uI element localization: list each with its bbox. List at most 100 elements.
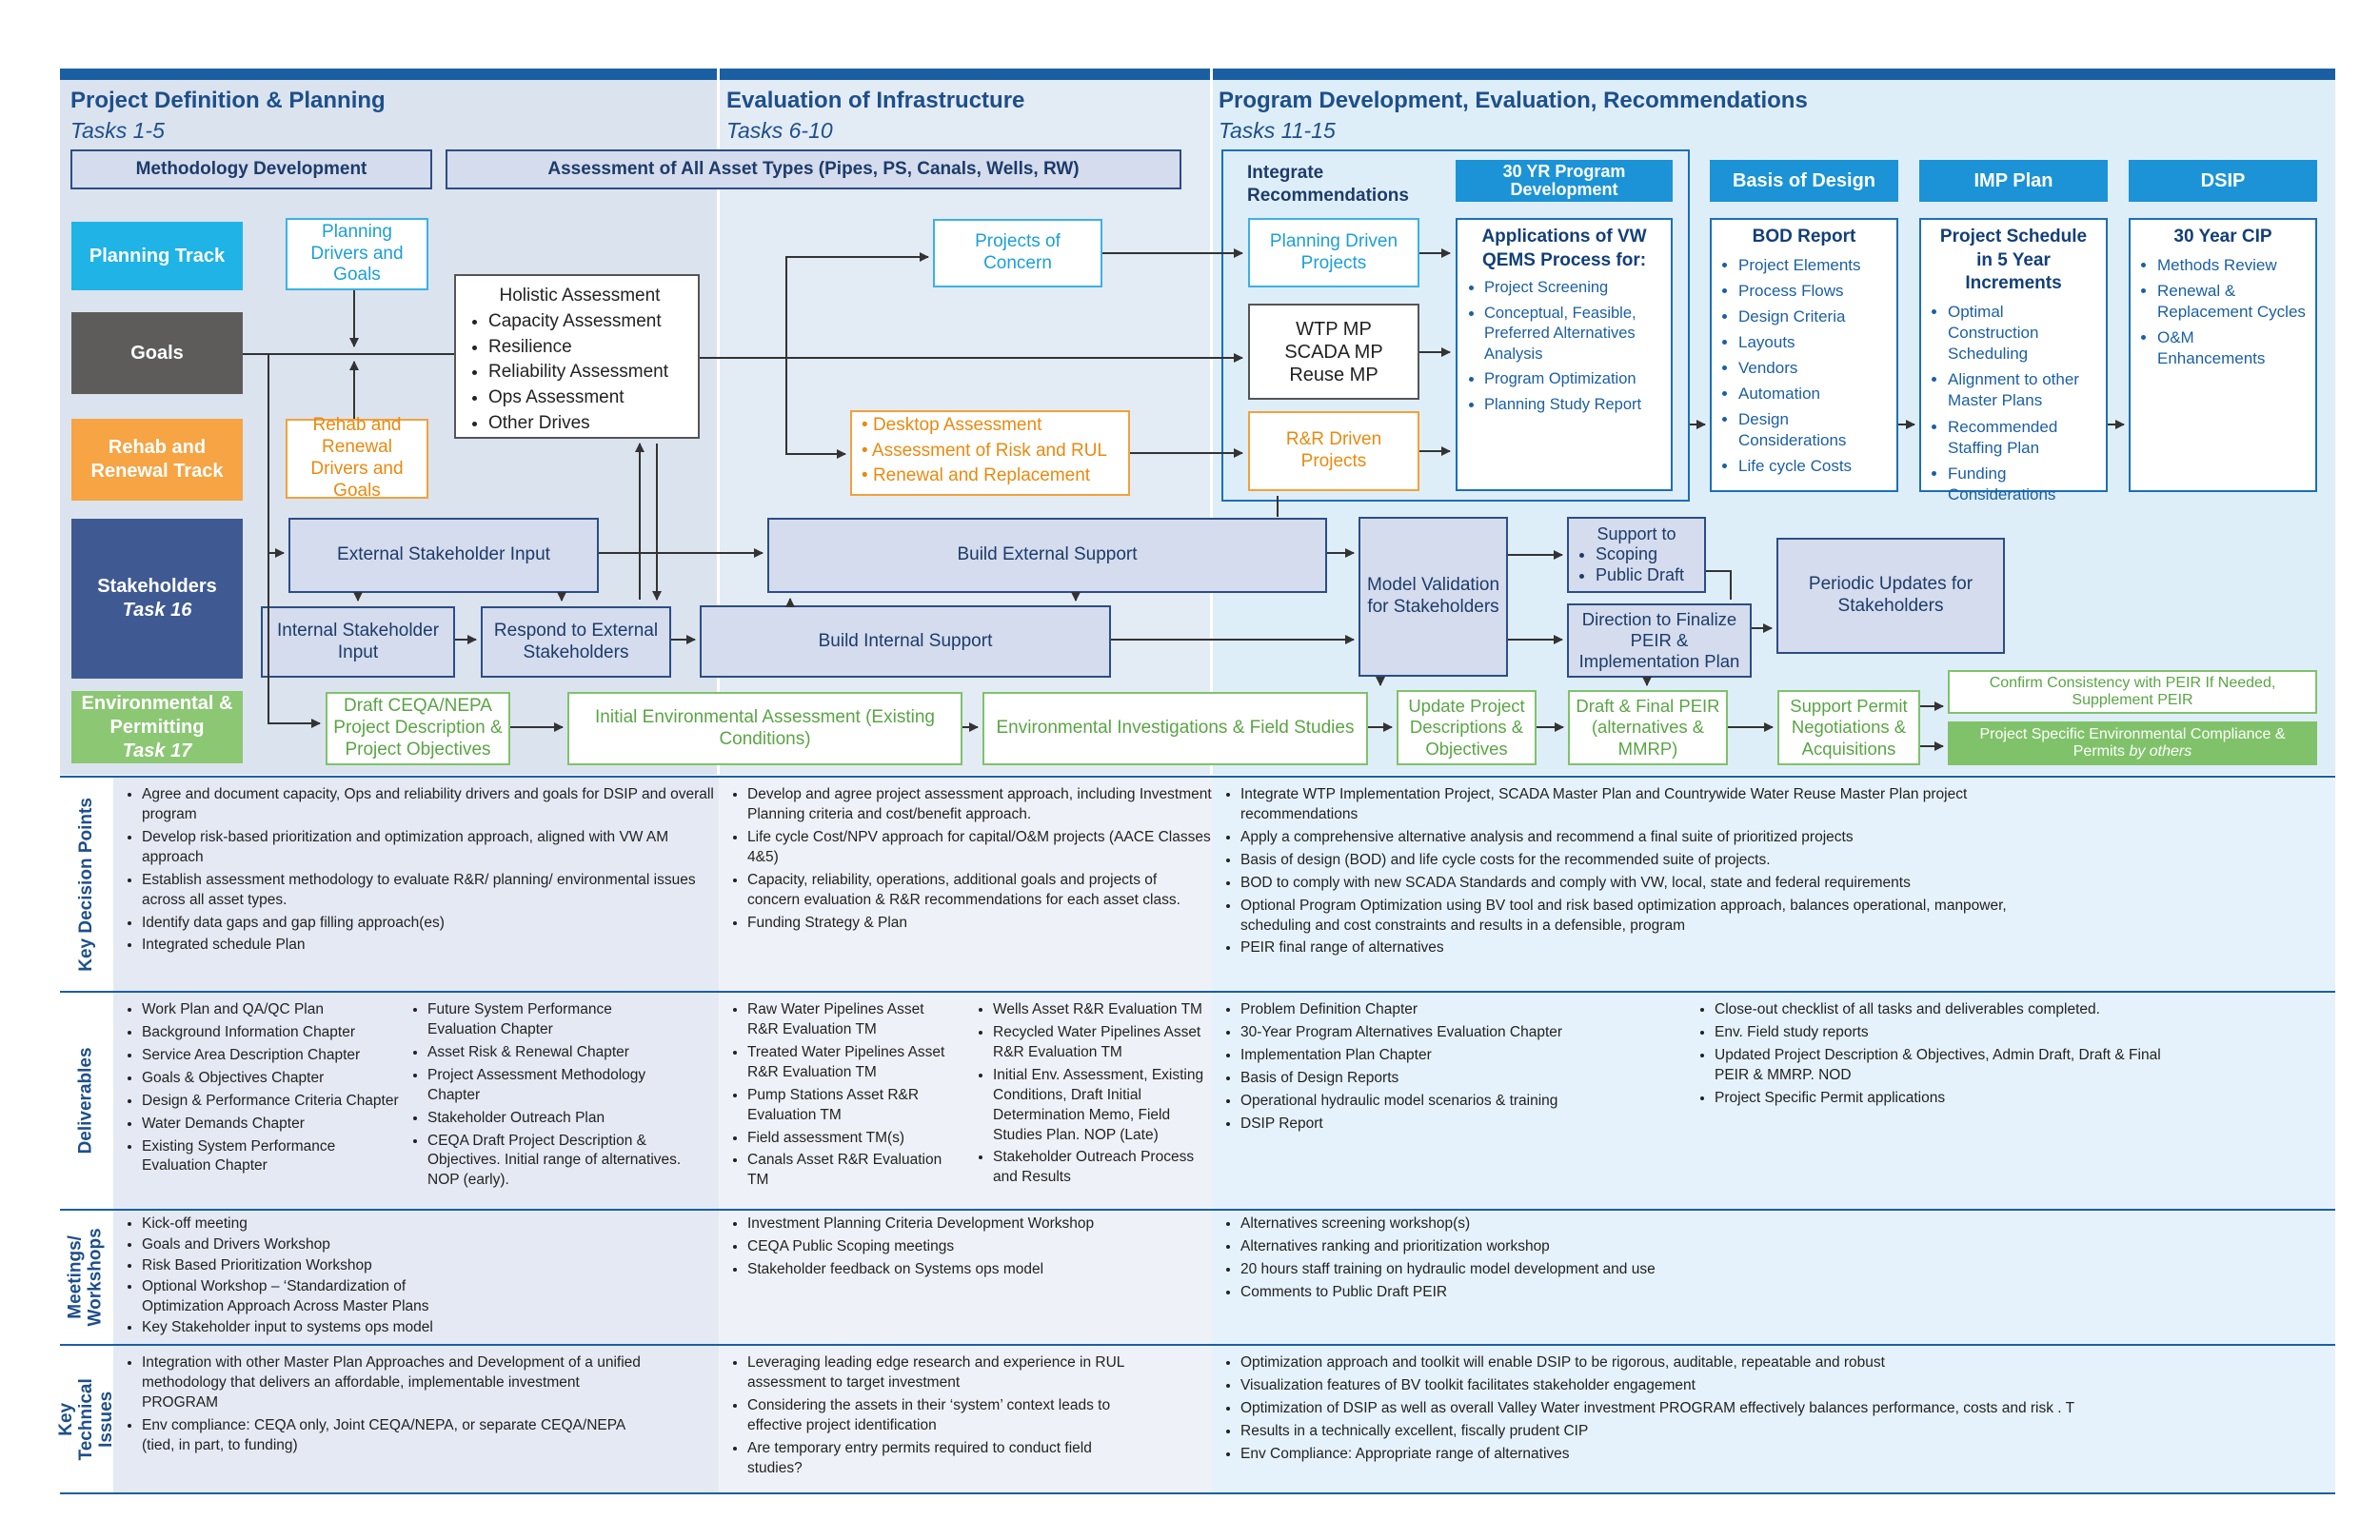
decision-col-3: Integrate WTP Implementation Project, SC… [1212, 778, 2335, 991]
planning-drivers-box: Planning Drivers and Goals [286, 218, 428, 290]
imp-plan-header: IMP Plan [1919, 160, 2108, 202]
meetings-workshops-band: Kick-off meeting Goals and Drivers Works… [60, 1209, 2335, 1344]
schedule-item: Alignment to other Master Plans [1948, 369, 2096, 411]
list-item: Env Compliance: Appropriate range of alt… [1240, 1445, 2335, 1465]
rr-driven-projects-box: R&R Driven Projects [1248, 411, 1419, 491]
methodology-development-box: Methodology Development [70, 149, 432, 189]
methodology-label: Methodology Development [135, 158, 367, 179]
list-item: 20 hours staff training on hydraulic mod… [1240, 1260, 2335, 1280]
list-item: Goals and Drivers Workshop [142, 1235, 456, 1255]
initial-env-assessment-box: Initial Environmental Assessment (Existi… [567, 692, 962, 765]
meetings-col-2: Investment Planning Criteria Development… [719, 1211, 1212, 1344]
stakeholders-task-label: Task 16 [122, 600, 192, 621]
list-item: Initial Env. Assessment, Existing Condit… [993, 1066, 1221, 1146]
update-project-label: Update Project Descriptions & Objectives [1408, 696, 1525, 759]
phase-title: Program Development, Evaluation, Recomme… [1219, 88, 1808, 113]
support-permit-label: Support Permit Negotiations & Acquisitio… [1790, 696, 1908, 759]
decision-col-2: Develop and agree project assessment app… [719, 778, 1212, 991]
schedule-title: Project Schedule in 5 Year Increments [1939, 227, 2088, 294]
stakeholders-track-label: Stakeholders [97, 576, 217, 597]
technical-col-1: Integration with other Master Plan Appro… [113, 1346, 719, 1492]
assessment-all-label: Assessment of All Asset Types (Pipes, PS… [547, 158, 1080, 179]
direction-finalize-label: Direction to Finalize PEIR & Implementat… [1578, 608, 1740, 672]
list-item: Close-out checklist of all tasks and del… [1715, 1000, 2172, 1020]
model-validation-label: Model Validation for Stakeholders [1366, 575, 1500, 617]
bottom-rule [60, 1492, 2335, 1494]
technical-col-2: Leveraging leading edge research and exp… [719, 1346, 1212, 1492]
band-label-cell [60, 1211, 113, 1344]
list-item: Field assessment TM(s) [747, 1129, 952, 1149]
list-item: Optimization of DSIP as well as overall … [1240, 1399, 2335, 1419]
desktop-item: • Renewal and Replacement [862, 465, 1091, 486]
bod-item: Project Elements [1738, 255, 1887, 276]
goals-track-label: Goals [130, 342, 184, 364]
technical-col-3: Optimization approach and toolkit will e… [1212, 1346, 2335, 1492]
list-item: Env compliance: CEQA only, Joint CEQA/NE… [142, 1416, 656, 1456]
project-specific-text: Project Specific Environmental Complianc… [1979, 725, 2286, 760]
cip-30yr-box: 30 Year CIP Methods Review Renewal & Rep… [2129, 218, 2317, 492]
phase-header-2: Evaluation of Infrastructure Tasks 6-10 [726, 88, 1024, 144]
periodic-updates-box: Periodic Updates for Stakeholders [1776, 538, 2005, 654]
holistic-item: Resilience [488, 337, 668, 359]
band-label-cell [60, 993, 113, 1209]
list-item: Optional Program Optimization using BV t… [1240, 897, 2021, 937]
basis-design-label: Basis of Design [1732, 169, 1876, 191]
holistic-title: Holistic Assessment [499, 286, 661, 306]
cip-title: 30 Year CIP [2173, 227, 2272, 247]
desktop-item-text: Desktop Assessment [872, 414, 1042, 435]
list-item: Integrate WTP Implementation Project, SC… [1240, 785, 2021, 825]
bod-report-box: BOD Report Project Elements Process Flow… [1710, 218, 1898, 492]
bod-item: Design Considerations [1738, 409, 1887, 451]
draft-ceqa-box: Draft CEQA/NEPA Project Description & Pr… [326, 692, 510, 765]
env-investigations-label: Environmental Investigations & Field Stu… [996, 718, 1355, 739]
support-to-box: Support to Scoping Public Draft [1567, 517, 1706, 593]
band-label: Key Technical Issues [56, 1346, 116, 1492]
phase-tasks: Tasks 11-15 [1219, 118, 1336, 143]
list-item: Establish assessment methodology to eval… [142, 871, 719, 911]
bod-list: Project Elements Process Flows Design Cr… [1721, 255, 1887, 478]
list-item: Existing System Performance Evaluation C… [142, 1137, 399, 1177]
list-item: Integration with other Master Plan Appro… [142, 1353, 656, 1413]
decision-col-1: Agree and document capacity, Ops and rel… [113, 778, 719, 991]
meetings-col-3: Alternatives screening workshop(s) Alter… [1212, 1211, 2335, 1344]
planning-drivers-label: Planning Drivers and Goals [310, 221, 404, 286]
cip-item: Methods Review [2157, 255, 2306, 276]
integrate-recommendations-label: Integrate Recommendations [1247, 163, 1409, 206]
list-item: Results in a technically excellent, fisc… [1240, 1422, 2335, 1442]
deliverables-band: Work Plan and QA/QC Plan Background Info… [60, 991, 2335, 1209]
confirm-consistency-label: Confirm Consistency with PEIR If Needed,… [1989, 674, 2276, 708]
update-project-box: Update Project Descriptions & Objectives [1397, 690, 1537, 765]
list-item: Env. Field study reports [1715, 1023, 2172, 1043]
respond-external-label: Respond to External Stakeholders [493, 620, 659, 662]
list-item: Water Demands Chapter [142, 1115, 399, 1135]
list-item: Investment Planning Criteria Development… [747, 1214, 1212, 1234]
list-item: Leveraging leading edge research and exp… [747, 1353, 1147, 1393]
phase-header-3: Program Development, Evaluation, Recomme… [1219, 88, 1808, 144]
deliverables-col-1: Work Plan and QA/QC Plan Background Info… [113, 993, 719, 1209]
bod-item: Vendors [1738, 358, 1887, 379]
list-item: Project Specific Permit applications [1715, 1089, 2172, 1109]
list-item: Pump Stations Asset R&R Evaluation TM [747, 1086, 952, 1126]
list-item: CEQA Public Scoping meetings [747, 1237, 1212, 1257]
confirm-consistency-box: Confirm Consistency with PEIR If Needed,… [1948, 670, 2317, 714]
stakeholders-track: Stakeholders Task 16 [71, 519, 243, 679]
schedule-item: Optimal Construction Scheduling [1948, 302, 2096, 365]
bod-item: Design Criteria [1738, 306, 1887, 327]
list-item: Service Area Description Chapter [142, 1046, 399, 1066]
list-item: Risk Based Prioritization Workshop [142, 1256, 456, 1276]
list-item: Goals & Objectives Chapter [142, 1069, 399, 1089]
support-to-title: Support to [1597, 523, 1676, 543]
bod-title: BOD Report [1752, 227, 1856, 247]
list-item: Develop and agree project assessment app… [747, 785, 1212, 825]
list-item: Visualization features of BV toolkit fac… [1240, 1376, 2335, 1396]
project-specific-compliance-box: Project Specific Environmental Complianc… [1948, 721, 2317, 765]
band-label-text: Meetings/ Workshops [66, 1228, 107, 1327]
qems-process-box: Applications of VW QEMS Process for: Pro… [1456, 218, 1673, 491]
list-item: 30-Year Program Alternatives Evaluation … [1240, 1023, 1659, 1043]
band-label-text: Key Decision Points [75, 797, 96, 972]
planning-track-label: Planning Track [89, 245, 226, 267]
planning-driven-label: Planning Driven Projects [1269, 230, 1398, 273]
rehab-drivers-box: Rehab and Renewal Drivers and Goals [286, 415, 428, 501]
schedule-item: Recommended Staffing Plan [1948, 417, 2096, 459]
list-item: Treated Water Pipelines Asset R&R Evalua… [747, 1043, 952, 1083]
